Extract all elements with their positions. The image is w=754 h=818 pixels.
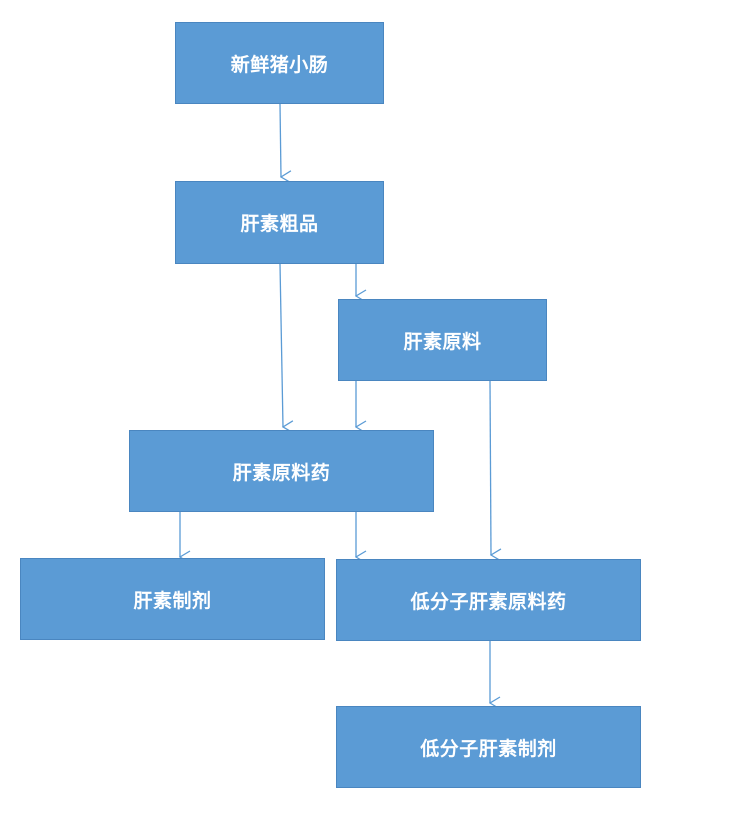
node-heparin-crude: 肝素粗品	[175, 181, 384, 264]
node-fresh-pig-intestine: 新鲜猪小肠	[175, 22, 384, 104]
arrow-crude-to-api	[279, 263, 283, 427]
node-label: 肝素原料药	[232, 461, 331, 484]
node-label: 肝素原料	[403, 330, 482, 353]
node-lmw-heparin-api: 低分子肝素原料药	[336, 559, 641, 641]
arrow-raw-material-to-lmw-api	[489, 380, 491, 555]
node-heparin-preparation: 肝素制剂	[20, 558, 325, 640]
arrow-intestine-to-crude	[279, 103, 281, 177]
node-label: 肝素粗品	[240, 213, 319, 235]
node-label: 肝素制剂	[133, 589, 212, 612]
node-heparin-raw-material: 肝素原料	[338, 299, 547, 381]
node-label: 低分子肝素原料药	[410, 590, 567, 613]
node-label: 低分子肝素制剂	[420, 737, 557, 760]
node-lmw-heparin-preparation: 低分子肝素制剂	[336, 706, 641, 788]
node-heparin-api: 肝素原料药	[129, 430, 434, 512]
node-label: 新鲜猪小肠	[230, 53, 329, 76]
